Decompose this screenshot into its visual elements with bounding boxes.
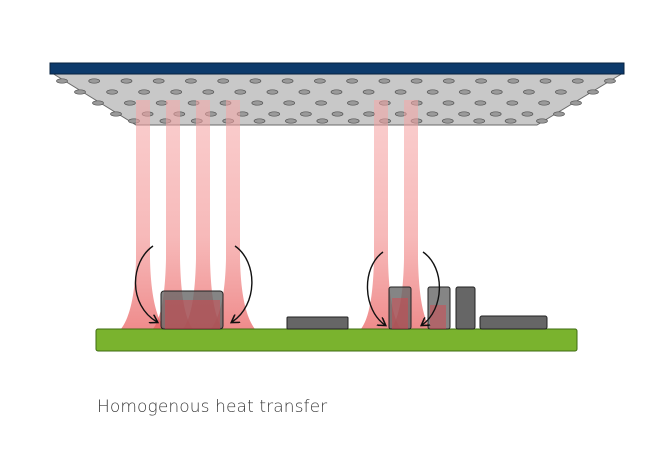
perforation-hole <box>553 111 565 117</box>
perforation-hole <box>170 89 183 95</box>
perforation-hole <box>346 78 358 84</box>
perforation-hole <box>362 89 375 95</box>
perforation-hole <box>155 100 168 106</box>
perforation-hole <box>442 100 455 106</box>
perforation-hole <box>331 111 344 117</box>
perforation-hole <box>489 111 502 117</box>
component-chip-large <box>160 290 224 330</box>
cold-plate-top-bar <box>49 62 625 75</box>
heat-glow <box>165 300 220 329</box>
circuit-board <box>95 328 578 352</box>
perforation-hole <box>506 100 519 106</box>
perforation-hole <box>394 89 407 95</box>
perforation-hole <box>347 118 360 124</box>
perforation-hole <box>251 100 264 106</box>
heat-plume <box>361 100 401 329</box>
perforation-hole <box>347 100 359 106</box>
component-chip-flat <box>286 316 349 330</box>
perforation-hole <box>458 111 470 117</box>
perforation-hole <box>555 89 567 95</box>
perforation-hole <box>504 118 517 124</box>
perforation-hole <box>266 89 279 95</box>
perforation-hole <box>536 118 548 124</box>
perforation-hole <box>539 78 552 84</box>
perforation-hole <box>441 118 454 124</box>
heat-plume <box>391 100 431 329</box>
perforation-hole <box>458 89 471 95</box>
heat-plume <box>153 100 193 329</box>
perforation-hole <box>571 78 584 84</box>
heat-plumes <box>121 100 431 329</box>
perforation-hole <box>124 100 136 106</box>
perforation-hole <box>315 100 327 106</box>
perforation-hole <box>92 100 104 106</box>
perforation-hole <box>281 78 294 84</box>
component-tall-1 <box>388 286 412 330</box>
perforation-hole <box>330 89 343 95</box>
perforation-hole <box>473 118 486 124</box>
perforation-hole <box>74 89 86 95</box>
perforation-hole <box>283 100 296 106</box>
heat-plume <box>211 100 255 329</box>
heat-plume <box>183 100 223 329</box>
perforation-hole <box>587 89 599 95</box>
perforation-hole <box>523 89 535 95</box>
perforation-hole <box>521 111 534 117</box>
perforation-hole <box>88 78 101 84</box>
curved-arrow-icon <box>422 251 441 325</box>
perforation-hole <box>490 89 503 95</box>
perforation-hole <box>285 118 297 124</box>
perforation-hole <box>475 78 487 84</box>
perforation-hole <box>426 111 439 117</box>
perforation-hole <box>300 111 312 117</box>
curved-arrow-icon <box>366 251 385 325</box>
perforation-hole <box>316 118 329 124</box>
perforation-hole <box>298 89 311 95</box>
perforation-hole <box>410 78 423 84</box>
perforation-hole <box>110 111 122 117</box>
perforation-hole <box>106 89 118 95</box>
curved-arrow-icon <box>232 245 253 322</box>
perforation-hole <box>234 89 247 95</box>
perforation-hole <box>538 100 550 106</box>
perforation-hole <box>314 78 326 84</box>
perforation-hole <box>378 78 391 84</box>
perforation-hole <box>120 78 133 84</box>
heat-plume <box>121 100 165 329</box>
perforation-hole <box>138 89 150 95</box>
perforation-hole <box>217 78 230 84</box>
components <box>160 286 548 330</box>
perforation-hole <box>56 78 68 84</box>
perforation-hole <box>604 78 616 84</box>
perforation-hole <box>253 118 266 124</box>
heat-plumes-front <box>165 298 446 329</box>
perforation-hole <box>249 78 262 84</box>
perforation-hole <box>570 100 582 106</box>
perforation-hole <box>474 100 487 106</box>
flow-arrows <box>134 245 441 325</box>
perforation-hole <box>268 111 281 117</box>
component-tall-3 <box>455 286 476 330</box>
perforation-hole <box>442 78 455 84</box>
component-chip-right <box>479 315 548 330</box>
perforation-hole <box>152 78 165 84</box>
curved-arrow-icon <box>134 245 157 322</box>
heat-glow <box>392 298 408 329</box>
heat-glow <box>430 305 446 329</box>
perforation-hole <box>363 111 375 117</box>
diagram-caption: Homogenous heat transfer <box>97 397 328 417</box>
perforation-hole <box>426 89 439 95</box>
perforation-hole <box>507 78 520 84</box>
perforation-hole <box>185 78 197 84</box>
perforation-hole <box>202 89 215 95</box>
